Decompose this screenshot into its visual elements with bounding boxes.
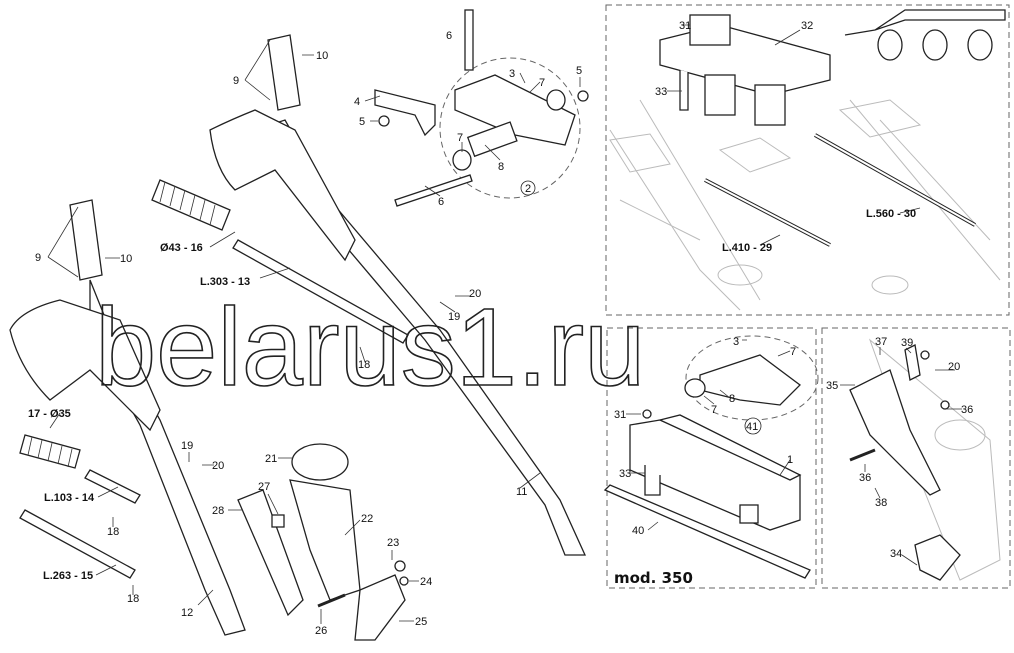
- label-7: 7: [711, 404, 717, 416]
- label-19: 19: [181, 440, 193, 452]
- label-36: 36: [961, 404, 973, 416]
- label-30: L.560 - 30: [866, 208, 916, 220]
- label-1: 1: [787, 454, 793, 466]
- label-9: 9: [233, 75, 239, 87]
- mod350-parts: [603, 354, 811, 579]
- label-13: L.303 - 13: [200, 276, 250, 288]
- strap-14: [84, 469, 141, 504]
- label-23: 23: [387, 537, 399, 549]
- label-17: 17 - Ø35: [28, 408, 71, 420]
- part-32-clamp: [659, 14, 831, 126]
- label-7: 7: [539, 77, 545, 89]
- label-15: L.263 - 15: [43, 570, 93, 582]
- watermark-text: belarus1.ru: [95, 286, 645, 409]
- label-20: 20: [212, 460, 224, 472]
- top-right-sprayer-parts: [844, 9, 1006, 61]
- label-6: 6: [438, 196, 444, 208]
- label-16: Ø43 - 16: [160, 242, 203, 254]
- label-9: 9: [35, 252, 41, 264]
- section-box-mod350: [606, 327, 817, 589]
- strap-15: [19, 509, 136, 579]
- label-37: 37: [875, 336, 887, 348]
- label-27: 27: [258, 481, 270, 493]
- label-36: 36: [859, 472, 871, 484]
- section-box-bottom-right: [821, 327, 1011, 589]
- label-39: 39: [901, 337, 913, 349]
- leader-lines: [47, 24, 962, 624]
- label-12: 12: [181, 607, 193, 619]
- label-3: 3: [509, 68, 515, 80]
- callout-circle-41: [744, 417, 762, 435]
- label-20: 20: [469, 288, 481, 300]
- bracket-assembly-2: [374, 9, 589, 207]
- label-35: 35: [826, 380, 838, 392]
- label-18: 18: [127, 593, 139, 605]
- label-34: 34: [890, 548, 902, 560]
- label-38: 38: [875, 497, 887, 509]
- ghost-assembly-top-right: [609, 99, 1001, 311]
- label-31: 31: [614, 409, 626, 421]
- label-33: 33: [619, 468, 631, 480]
- handlebar-12: [9, 199, 246, 636]
- label-29: L.410 - 29: [722, 242, 772, 254]
- label-10: 10: [316, 50, 328, 62]
- label-33: 33: [655, 86, 667, 98]
- label-31: 31: [679, 20, 691, 32]
- label-25: 25: [415, 616, 427, 628]
- label-7: 7: [457, 132, 463, 144]
- label-40: 40: [632, 525, 644, 537]
- spring-17: [19, 434, 81, 469]
- label-24: 24: [420, 576, 432, 588]
- spring-16: [151, 179, 231, 231]
- label-19: 19: [448, 311, 460, 323]
- label-32: 32: [801, 20, 813, 32]
- label-26: 26: [315, 625, 327, 637]
- section-box-top-right: [605, 4, 1010, 316]
- label-6: 6: [446, 30, 452, 42]
- label-2: 2: [525, 183, 531, 195]
- label-5: 5: [576, 65, 582, 77]
- detail-circle-2: [439, 57, 581, 199]
- strap-13: [232, 239, 409, 344]
- bottom-right-parts: [849, 338, 1001, 581]
- grip-assembly-21-28: [237, 443, 409, 641]
- callout-circle-2: [520, 180, 536, 196]
- label-8: 8: [729, 393, 735, 405]
- label-11: 11: [516, 486, 527, 498]
- label-10: 10: [120, 253, 132, 265]
- label-5: 5: [359, 116, 365, 128]
- label-20: 20: [948, 361, 960, 373]
- model-label: mod. 350: [614, 569, 693, 587]
- label-3: 3: [733, 336, 739, 348]
- label-18: 18: [358, 359, 370, 371]
- label-21: 21: [265, 453, 277, 465]
- label-41: 41: [746, 421, 758, 433]
- part-labels: 6 10 9 4 5 3 7 5 7 8 2 6 Ø43 - 16 L.303 …: [28, 20, 973, 637]
- label-22: 22: [361, 513, 373, 525]
- label-14: L.103 - 14: [44, 492, 95, 504]
- handlebar-11: [209, 34, 587, 556]
- label-4: 4: [354, 96, 360, 108]
- label-8: 8: [498, 161, 504, 173]
- label-7: 7: [790, 346, 796, 358]
- label-18: 18: [107, 526, 119, 538]
- label-28: 28: [212, 505, 224, 517]
